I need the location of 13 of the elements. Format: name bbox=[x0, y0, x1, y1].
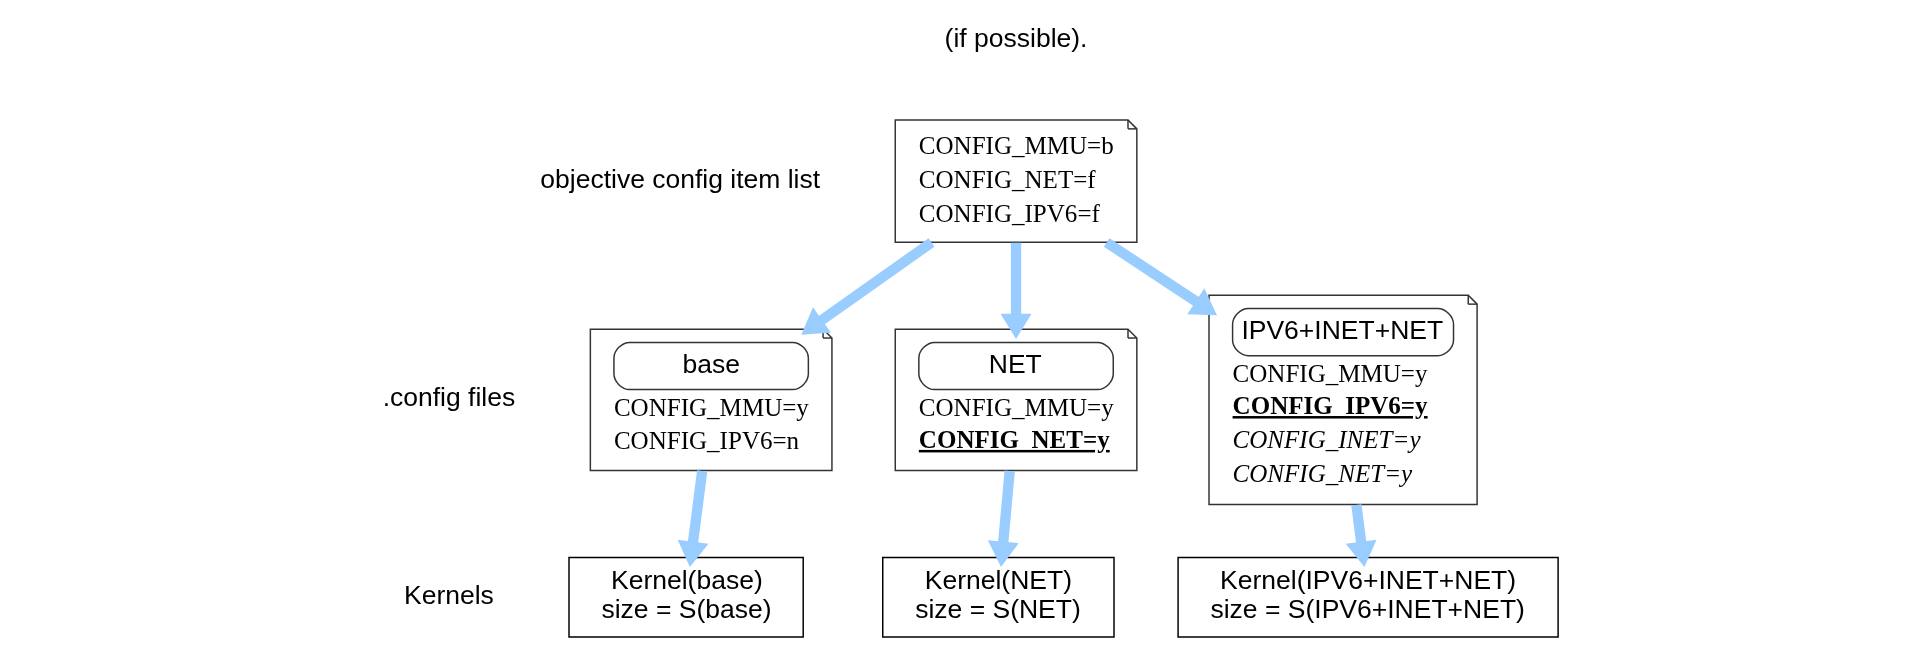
arrow bbox=[677, 470, 708, 567]
label: Kernels bbox=[403, 579, 494, 610]
node-label: objective config item list bbox=[539, 163, 820, 194]
label: .config files bbox=[382, 382, 515, 413]
arrow bbox=[1345, 504, 1377, 567]
arrow bbox=[1000, 242, 1032, 339]
node-box: Kernel(NET) size = S(NET) bbox=[881, 556, 1115, 638]
arrow bbox=[987, 470, 1019, 567]
node-box: Kernel(IPV6+INET+NET) size = S(IPV6+INET+NET) bbox=[1176, 556, 1559, 638]
node-box: Kernel(base) size = S(base) bbox=[567, 556, 804, 638]
label: (if possible). bbox=[944, 22, 1087, 53]
arrow bbox=[1103, 238, 1217, 316]
arrow bbox=[800, 238, 934, 335]
